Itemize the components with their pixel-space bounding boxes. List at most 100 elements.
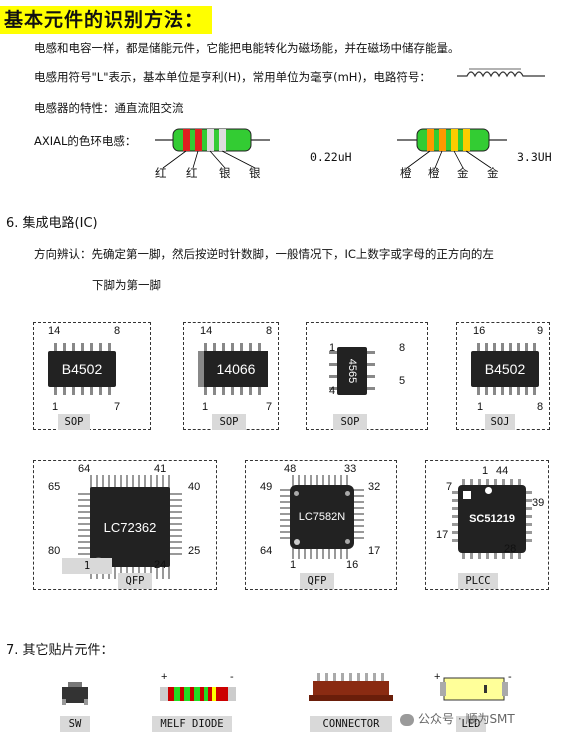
sw-label: SW [60,716,90,732]
band-color-label: 橙 [428,166,440,180]
ic-heading: 6. 集成电路(IC) [6,216,98,231]
ic-chip: B4502 [471,351,539,387]
package-soj: B4502 16 9 1 8 SOJ [456,322,550,430]
pin-number: 7 [266,401,273,413]
band-color-label: 红 [186,166,198,180]
pin-number: 1 [477,401,484,413]
diode-minus-sign: - [230,671,234,683]
pin-number: 1 [290,559,297,571]
band-color-label: 银 [249,166,261,180]
band-color-label: 红 [155,166,167,180]
page-title: 基本元件的识别方法： [0,6,213,34]
package-qfp-1: LC72362 64 41 65 40 80 25 1 24 QFP [33,460,217,590]
ic-chip: 4565 [337,347,367,395]
led-label: LED [456,716,486,732]
corner-dot [345,539,350,544]
qfp-pins [280,475,364,559]
pin-number: 65 [48,481,61,493]
inductor-desc-1: 电感和电容一样，都是储能元件，它能把电能转化为磁场能，并在磁场中储存能量。 [34,41,460,55]
package-sop-1: B4502 14 8 1 7 SOP [33,322,151,430]
ic-desc-1: 方向辨认：先确定第一脚，然后按逆时针数脚，一般情况下，IC上数字或字母的正方向的… [34,247,494,261]
axial-inductor-2 [397,128,507,169]
package-type-tag: QFP [300,573,334,589]
ic-chip: LC7582N [290,485,354,549]
pin-number: 9 [537,325,544,337]
pin-number: 41 [154,463,167,475]
pin-number: 16 [346,559,359,571]
pin1-dot [485,487,492,494]
pin-number: 17 [368,545,381,557]
axial-label: AXIAL的色环电感： [34,134,137,148]
led-minus-sign: - [508,671,512,683]
pin-one-tag: 1 [62,558,112,574]
qfp-pins [78,475,182,579]
corner-dot [345,491,350,496]
pin-number: 8 [399,342,406,354]
pin-number: 14 [48,325,61,337]
pin1-marker-band [198,351,204,387]
pin-number: 8 [114,325,121,337]
pin-number: 1 [482,465,489,477]
package-type-tag: SOP [58,414,90,430]
band-color-label: 金 [487,166,499,180]
pin-number: 40 [188,481,201,493]
other-heading: 7. 其它贴片元件： [6,643,114,658]
package-type-tag: QFP [118,573,152,589]
ic-chip-label: 4565 [345,358,358,384]
switch-icon [62,682,88,705]
package-qfp-2: LC7582N 48 33 49 32 64 17 1 16 QFP [245,460,397,590]
pin-number: 16 [473,325,486,337]
package-type-tag: SOP [212,414,246,430]
pin1-dot [294,539,300,545]
led-plus-sign: + [434,671,441,683]
pin-number: 8 [266,325,273,337]
pin-number: 5 [399,375,406,387]
pin-number: 48 [284,463,297,475]
package-sop-3: 4565 1 8 5 4 SOP [306,322,428,430]
inductor-value-2: 3.3UH [517,150,552,164]
axial-inductor-1 [155,128,270,169]
package-type-tag: SOP [333,414,367,430]
package-type-tag: SOJ [485,414,515,430]
pin-number: 33 [344,463,357,475]
sop-pins [329,351,375,390]
pin-number: 25 [188,545,201,557]
band-color-label: 橙 [400,166,412,180]
package-plcc: SC51219 1 44 7 39 17 28 PLCC [425,460,549,590]
watermark-text: 公众号 · 顺为SMT [418,712,515,726]
pin-number: 28 [504,543,517,555]
plcc-pins [452,479,532,559]
melf-diode-icon [160,687,236,701]
inductor-desc-3: 电感器的特性：通直流阻交流 [34,101,184,115]
pin-number: 64 [78,463,91,475]
diode-plus-sign: + [161,671,168,683]
ic-chip: 14066 [204,351,268,387]
inductor-value-1: 0.22uH [310,150,352,164]
pin-number: 17 [436,529,449,541]
pin-number: 64 [260,545,273,557]
pin-number: 7 [114,401,121,413]
band-color-label: 金 [457,166,469,180]
logo-mark [463,491,471,499]
pin-number: 8 [537,401,544,413]
sop-pins [54,343,111,395]
pin-number: 1 [202,401,209,413]
pin-number: 4 [329,385,336,397]
package-type-tag: PLCC [458,573,498,589]
pin-number: 7 [446,481,453,493]
connector-label: CONNECTOR [310,716,392,732]
pin-number: 1 [52,401,59,413]
sop-pins [204,343,261,395]
ic-chip: LC72362 [90,487,170,567]
pin-number: 49 [260,481,273,493]
melf-diode-label: MELF DIODE [152,716,232,732]
inductor-symbol [457,68,545,78]
pin-number: 80 [48,545,61,557]
pin-number: 1 [329,342,336,354]
inductor-desc-2: 电感用符号"L"表示，基本单位是亨利(H)，常用单位为毫亨(mH)，电路符号： [34,70,431,84]
pin-number: 24 [154,559,167,571]
watermark: 公众号 · 顺为SMT [400,710,515,727]
band-color-label: 银 [219,166,231,180]
corner-dot [294,491,299,496]
soj-pins [477,343,536,395]
